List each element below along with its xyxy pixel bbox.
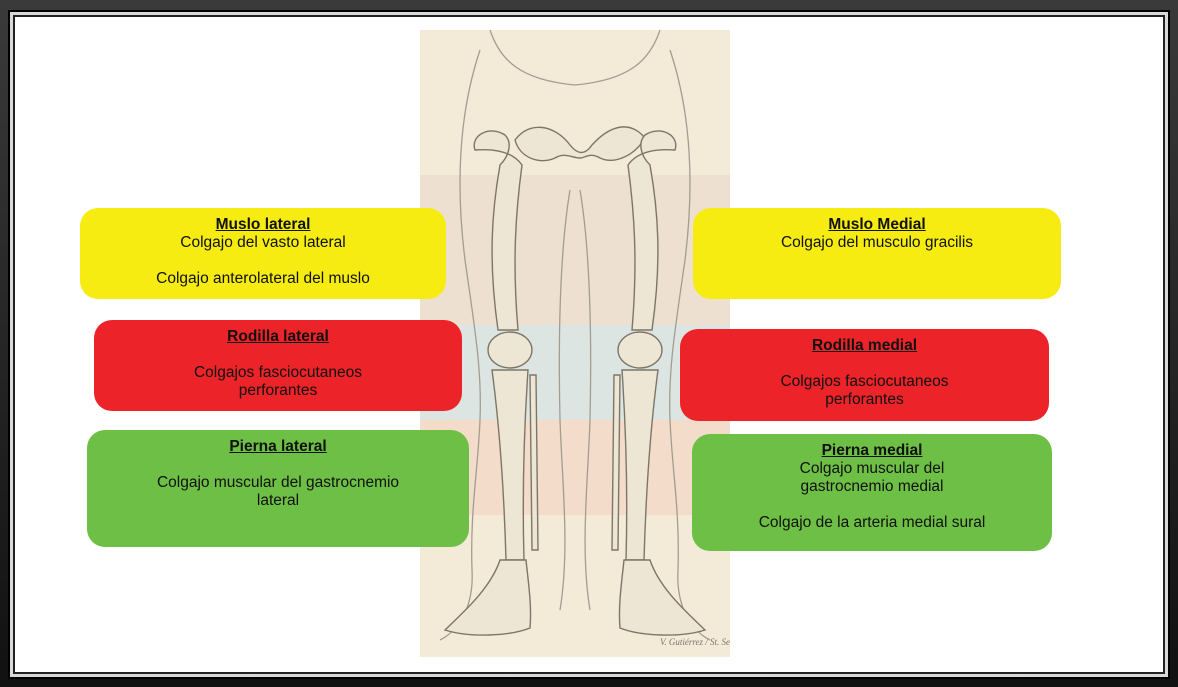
box-line: Colgajos fasciocutaneos bbox=[94, 364, 462, 382]
box-title: Rodilla lateral bbox=[94, 328, 462, 346]
box-rodilla-medial: Rodilla medial Colgajos fasciocutaneos p… bbox=[680, 329, 1049, 421]
box-muslo-lateral: Muslo lateral Colgajo del vasto lateral … bbox=[80, 208, 446, 299]
box-line: Colgajo del vasto lateral bbox=[80, 234, 446, 252]
box-line: Colgajo de la arteria medial sural bbox=[692, 514, 1052, 532]
box-pierna-lateral: Pierna lateral Colgajo muscular del gast… bbox=[87, 430, 469, 547]
box-line: gastrocnemio medial bbox=[692, 478, 1052, 496]
artist-signature: V. Gutiérrez / St. Sept bbox=[660, 637, 730, 647]
box-title: Muslo Medial bbox=[693, 216, 1061, 234]
box-pierna-medial: Pierna medial Colgajo muscular del gastr… bbox=[692, 434, 1052, 551]
box-line: Colgajo anterolateral del muslo bbox=[80, 270, 446, 288]
box-title: Muslo lateral bbox=[80, 216, 446, 234]
box-line: lateral bbox=[87, 492, 469, 510]
box-muslo-medial: Muslo Medial Colgajo del musculo gracili… bbox=[693, 208, 1061, 299]
box-line: perforantes bbox=[94, 382, 462, 400]
box-line: Colgajo muscular del gastrocnemio bbox=[87, 474, 469, 492]
box-title: Pierna lateral bbox=[87, 438, 469, 456]
box-title: Pierna medial bbox=[692, 442, 1052, 460]
box-line: Colgajo muscular del bbox=[692, 460, 1052, 478]
box-line: perforantes bbox=[680, 391, 1049, 409]
box-rodilla-lateral: Rodilla lateral Colgajos fasciocutaneos … bbox=[94, 320, 462, 411]
box-line: Colgajos fasciocutaneos bbox=[680, 373, 1049, 391]
box-line: Colgajo del musculo gracilis bbox=[693, 234, 1061, 252]
box-title: Rodilla medial bbox=[680, 337, 1049, 355]
